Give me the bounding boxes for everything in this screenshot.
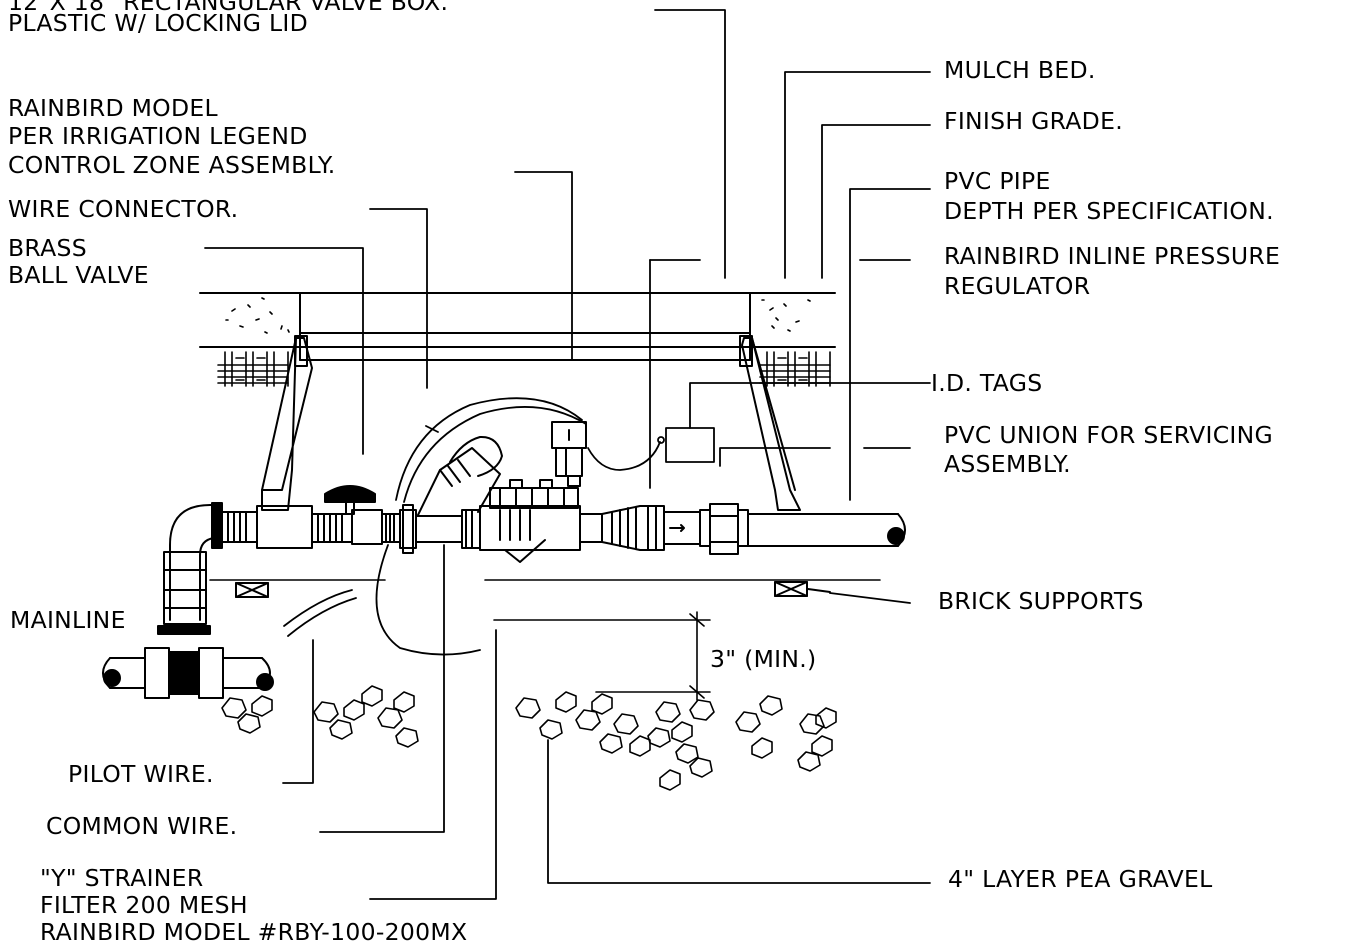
label-regulator-line2: REGULATOR [944, 272, 1091, 300]
label-pilot-wire: PILOT WIRE. [68, 760, 214, 788]
brick-supports [235, 581, 831, 598]
mainline-tee [102, 551, 274, 699]
label-pvc-union-line1: PVC UNION FOR SERVICING [944, 421, 1274, 449]
label-rainbird-model-line2: PER IRRIGATION LEGEND [8, 122, 308, 150]
label-valve-box-line1: 12"X 18" RECTANGULAR VALVE BOX. [8, 0, 449, 16]
turf-hatch-right [759, 351, 831, 387]
label-strainer-line3: RAINBIRD MODEL #RBY-100-200MX [40, 918, 468, 946]
pipe-assembly [169, 421, 906, 621]
label-strainer-line2: FILTER 200 MESH [40, 891, 248, 919]
label-common-wire: COMMON WIRE. [46, 812, 238, 840]
label-brick-supports: BRICK SUPPORTS [938, 587, 1144, 615]
label-pvc-union-line2: ASSEMBLY. [944, 450, 1071, 478]
label-brass-line1: BRASS [8, 234, 87, 262]
label-mulch-bed: MULCH BED. [944, 56, 1096, 84]
label-rainbird-model-line1: RAINBIRD MODEL [8, 94, 218, 122]
depth-dimension [493, 611, 711, 701]
label-pvc-pipe-line1: PVC PIPE [944, 167, 1051, 195]
leader-lines [204, 9, 931, 900]
valve-box-walls [261, 335, 801, 511]
pea-gravel [221, 685, 837, 791]
label-mainline: MAINLINE [10, 606, 126, 634]
label-min-depth: 3" (MIN.) [710, 645, 817, 673]
mulch-stipple [225, 297, 811, 334]
wires [283, 397, 715, 656]
label-valve-box-line2: PLASTIC W/ LOCKING LID [8, 9, 309, 37]
turf-hatch-left [217, 351, 289, 387]
label-wire-connector: WIRE CONNECTOR. [8, 195, 239, 223]
label-pea-gravel: 4" LAYER PEA GRAVEL [948, 865, 1213, 893]
label-id-tags: I.D. TAGS [931, 369, 1043, 397]
label-pvc-pipe-line2: DEPTH PER SPECIFICATION. [944, 197, 1274, 225]
label-finish-grade: FINISH GRADE. [944, 107, 1123, 135]
label-strainer-line1: "Y" STRAINER [40, 864, 204, 892]
label-rainbird-model-line3: CONTROL ZONE ASSEMBLY. [8, 151, 336, 179]
label-regulator-line1: RAINBIRD INLINE PRESSURE [944, 242, 1281, 270]
label-brass-line2: BALL VALVE [8, 261, 149, 289]
